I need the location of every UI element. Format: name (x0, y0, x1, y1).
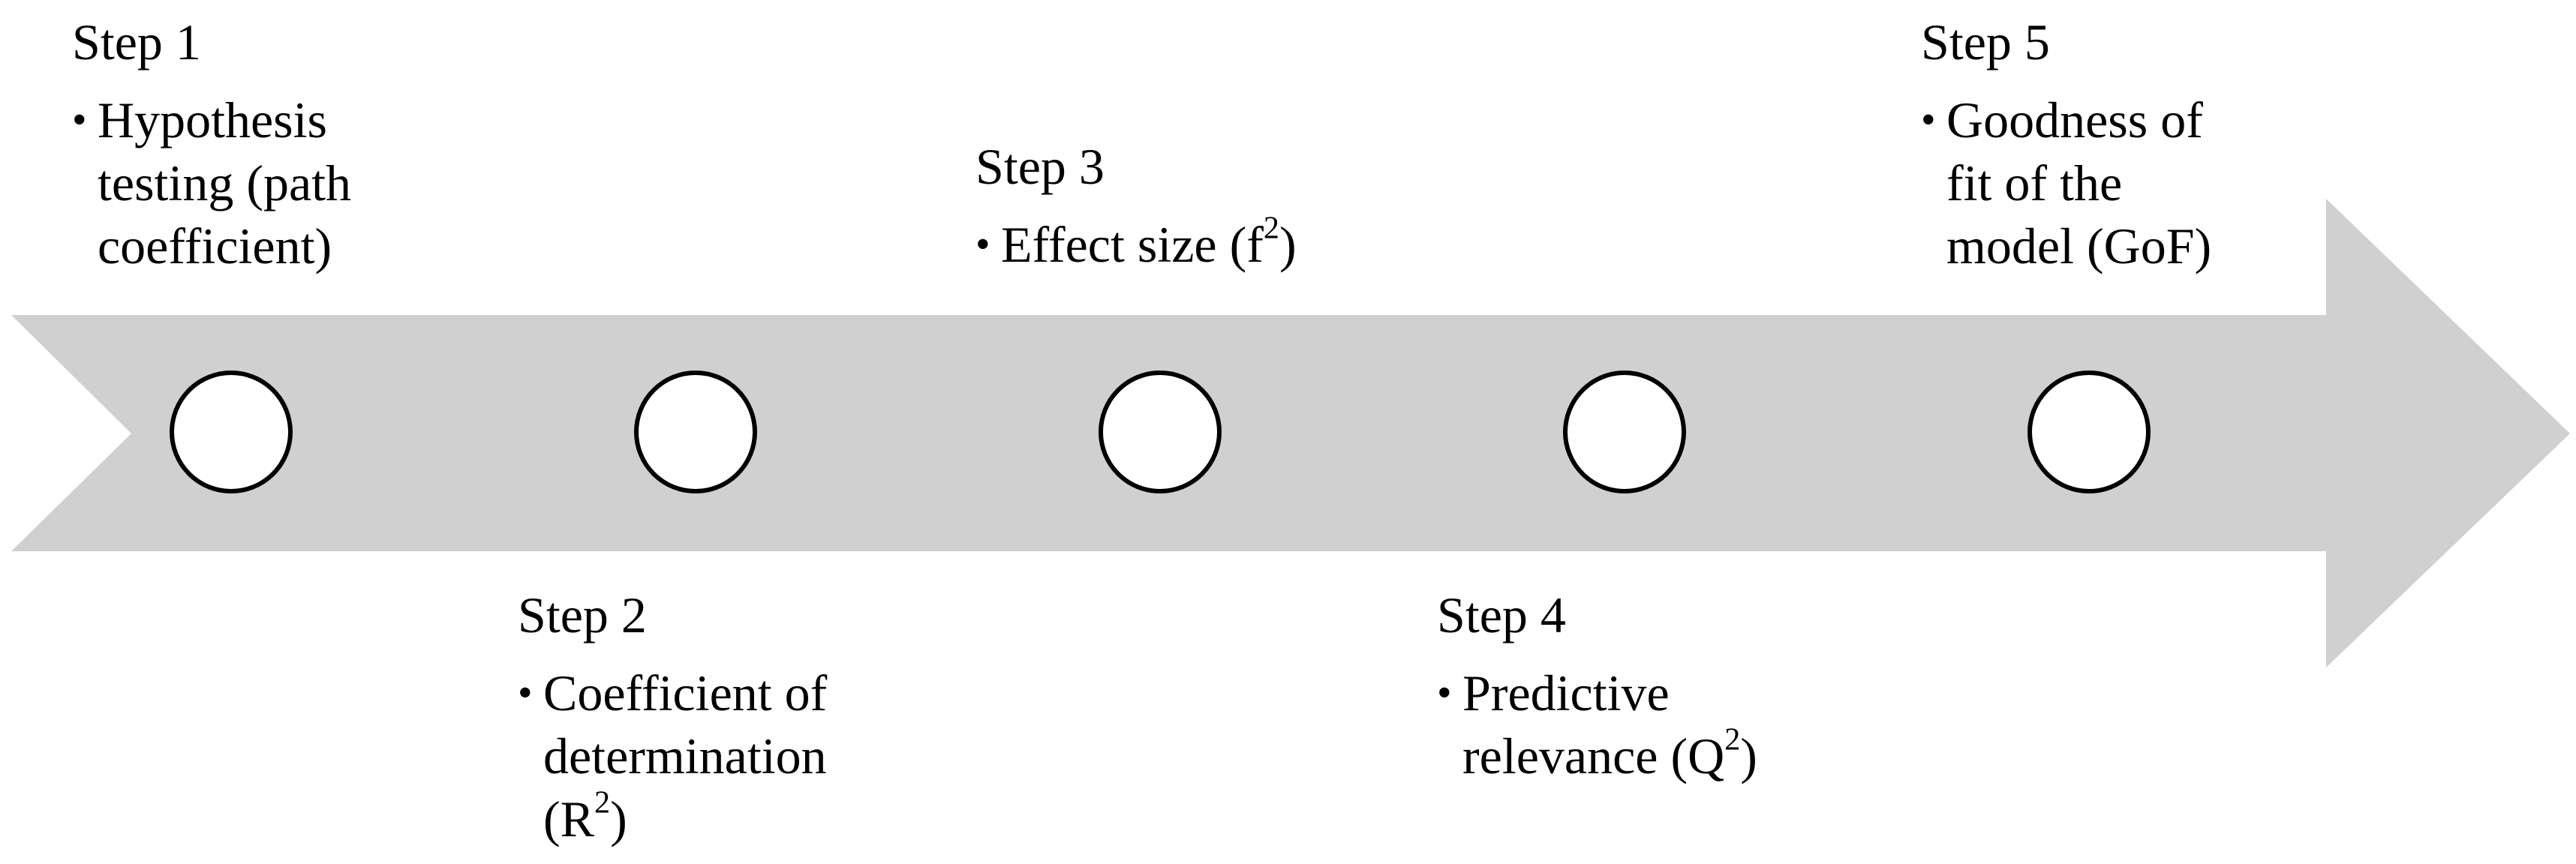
step-4-superscript: 2 (1724, 722, 1741, 758)
step-5-circle (2027, 370, 2151, 494)
step-1-description: Hypothesis testing (path coefficient) (72, 88, 351, 278)
step-4-suffix: ) (1740, 728, 1757, 784)
step-3-description: Effect size (f2) (975, 210, 1297, 276)
step-2-superscript: 2 (594, 784, 611, 820)
step-2-suffix: ) (610, 790, 627, 848)
step-3-superscript: 2 (1263, 210, 1279, 246)
step-1-title: Step 1 (72, 14, 201, 70)
step-5-title: Step 5 (1921, 14, 2050, 70)
step-2-label: Step 2 Coefficient of determination (R2) (518, 584, 827, 850)
step-3-suffix: ) (1279, 216, 1297, 273)
timeline-arrow (11, 199, 2570, 668)
step-5-text: Goodness of fit of the model (GoF) (1946, 92, 2212, 274)
step-3-circle (1099, 370, 1222, 494)
step-5-label: Step 5 Goodness of fit of the model (GoF… (1921, 10, 2211, 278)
step-3-title: Step 3 (975, 138, 1105, 195)
step-4-title: Step 4 (1437, 586, 1566, 644)
step-4-circle (1563, 370, 1686, 494)
step-2-description: Coefficient of determination (R2) (518, 662, 827, 850)
step-4-label: Step 4 Predictive relevance (Q2) (1437, 584, 1757, 788)
step-1-label: Step 1 Hypothesis testing (path coeffici… (72, 10, 351, 278)
step-3-text: Effect size (f (1001, 216, 1264, 273)
step-2-title: Step 2 (518, 586, 647, 644)
step-1-circle (170, 370, 293, 494)
step-4-description: Predictive relevance (Q2) (1437, 662, 1757, 788)
step-2-text: Coefficient of determination (R (543, 664, 828, 848)
step-4-text: Predictive relevance (Q (1462, 664, 1725, 784)
step-1-text: Hypothesis testing (path coefficient) (98, 92, 352, 274)
step-2-circle (634, 370, 757, 494)
step-3-label: Step 3 Effect size (f2) (975, 135, 1297, 276)
step-5-description: Goodness of fit of the model (GoF) (1921, 88, 2211, 278)
